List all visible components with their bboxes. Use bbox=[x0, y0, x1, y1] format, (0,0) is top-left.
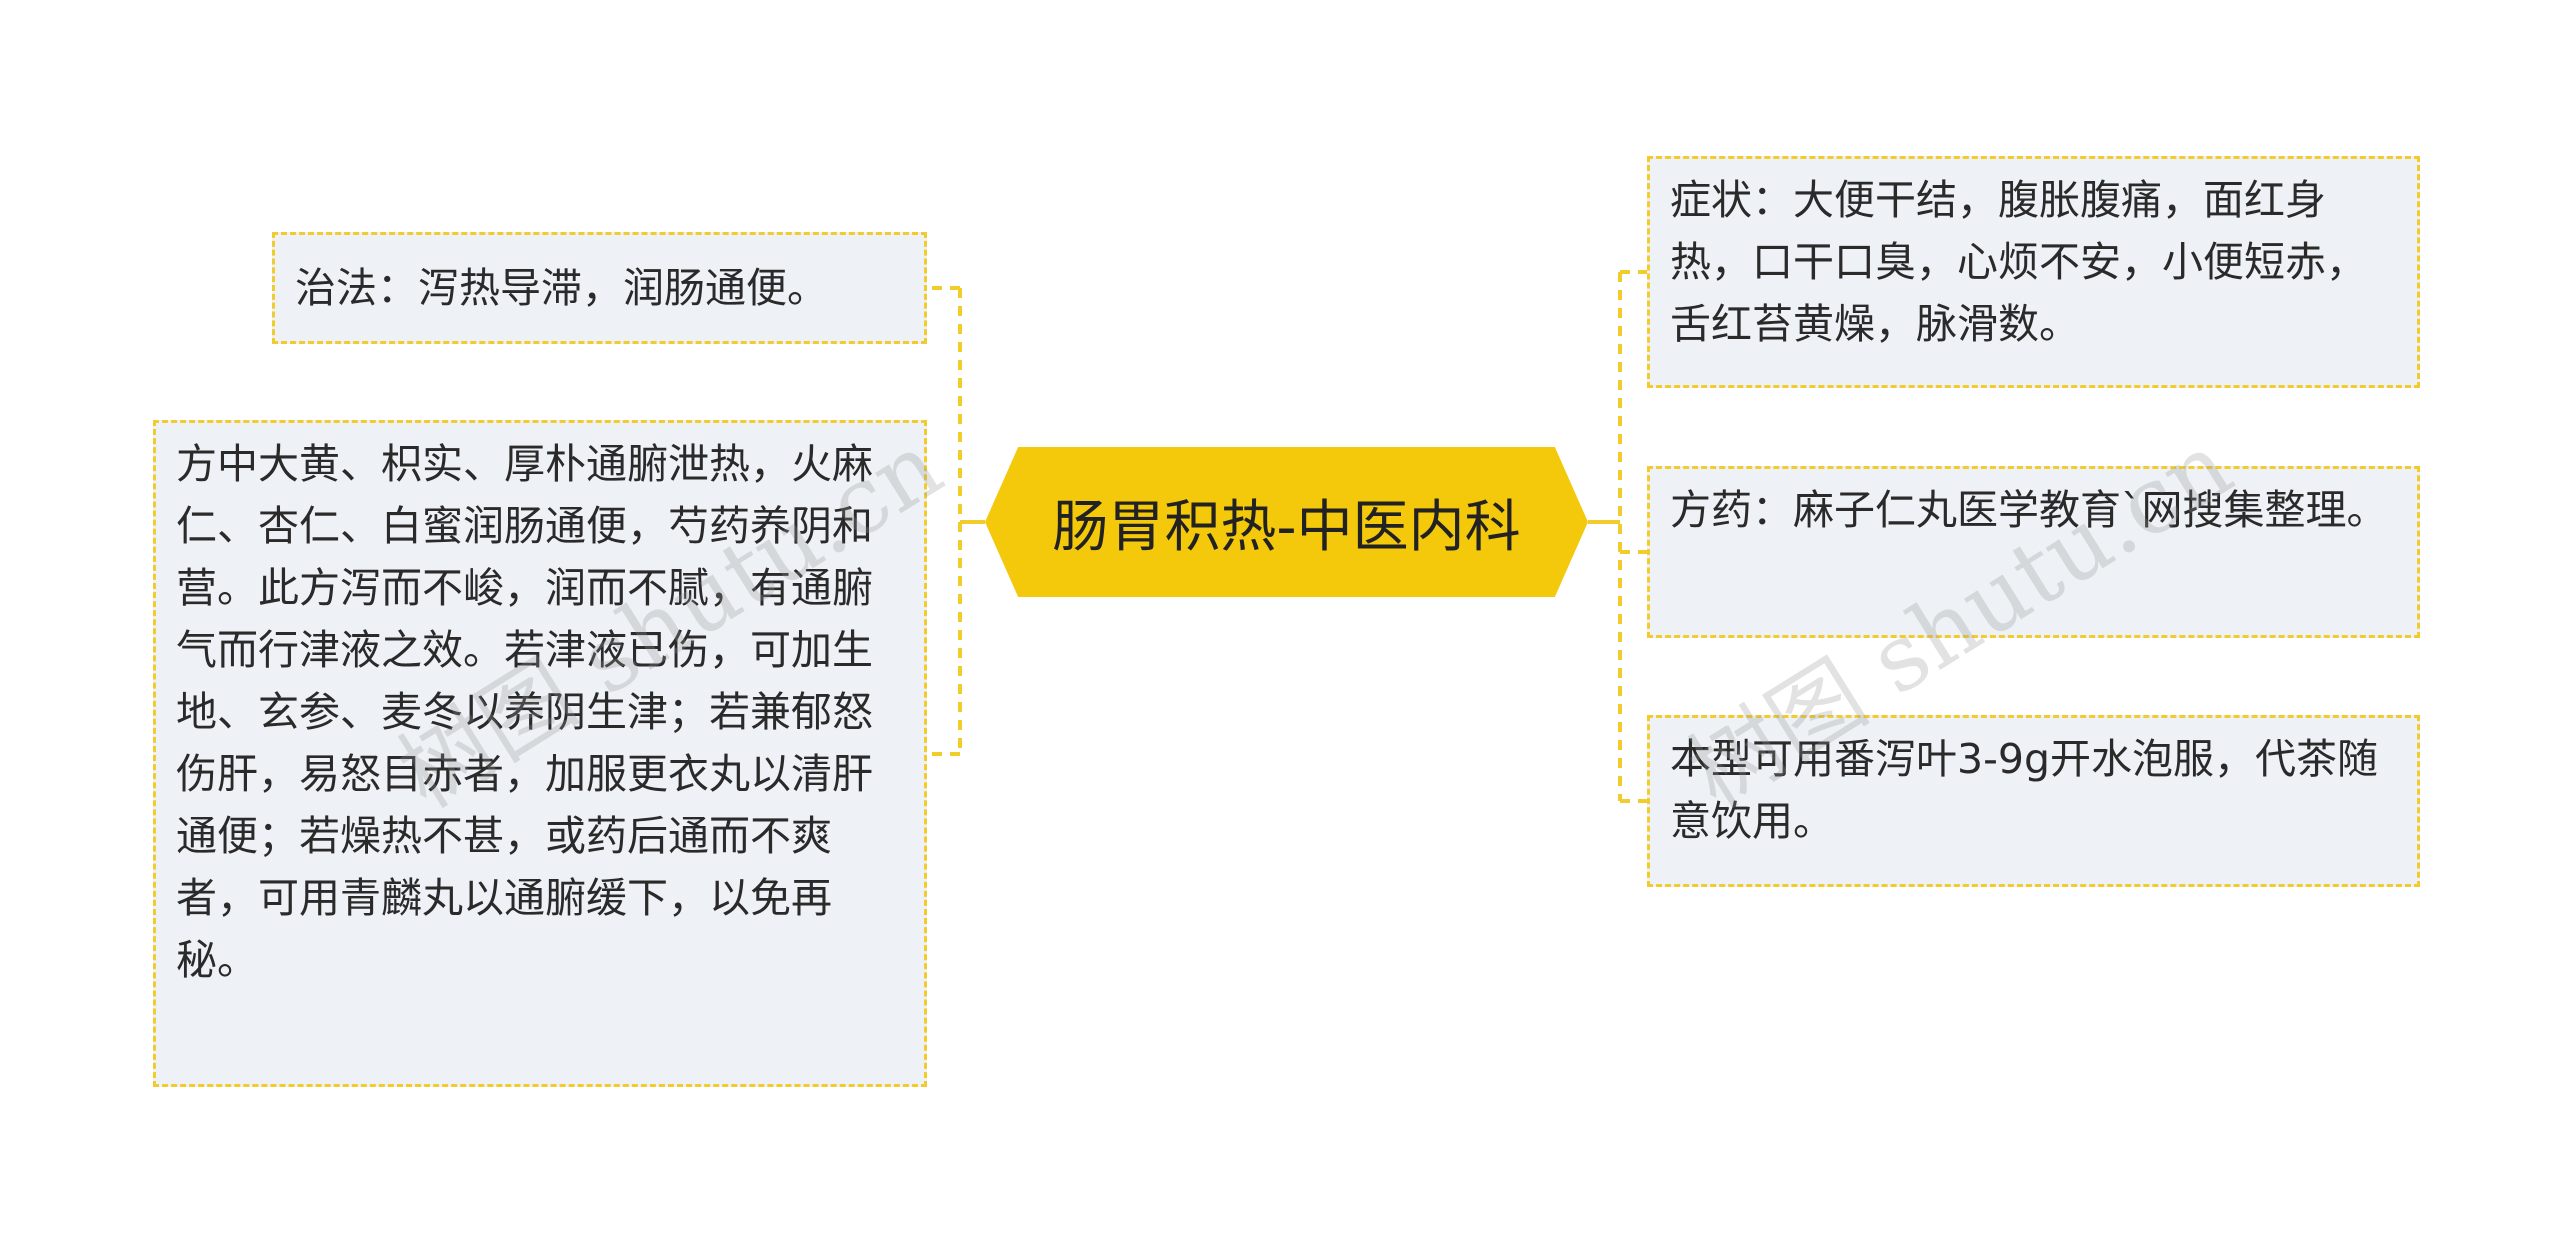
leaf-node-senna-usage[interactable]: 本型可用番泻叶3-9g开水泡服，代茶随意饮用。 bbox=[1647, 715, 2420, 887]
leaf-text: 方药：麻子仁丸医学教育`网搜集整理。 bbox=[1670, 486, 2388, 534]
leaf-text: 本型可用番泻叶3-9g开水泡服，代茶随意饮用。 bbox=[1670, 735, 2378, 845]
leaf-text: 方中大黄、枳实、厚朴通腑泄热，火麻仁、杏仁、白蜜润肠通便，芍药养阴和营。此方泻而… bbox=[176, 440, 873, 984]
leaf-node-formula-explanation[interactable]: 方中大黄、枳实、厚朴通腑泄热，火麻仁、杏仁、白蜜润肠通便，芍药养阴和营。此方泻而… bbox=[153, 420, 927, 1087]
leaf-node-prescription[interactable]: 方药：麻子仁丸医学教育`网搜集整理。 bbox=[1647, 466, 2420, 638]
center-topic-node[interactable]: 肠胃积热-中医内科 bbox=[985, 447, 1588, 597]
leaf-text: 治法：泻热导滞，润肠通便。 bbox=[295, 264, 828, 312]
leaf-node-treatment-method[interactable]: 治法：泻热导滞，润肠通便。 bbox=[272, 232, 927, 344]
center-topic-label: 肠胃积热-中医内科 bbox=[1052, 494, 1521, 560]
leaf-text: 症状：大便干结，腹胀腹痛，面红身热，口干口臭，心烦不安，小便短赤，舌红苔黄燥，脉… bbox=[1670, 176, 2367, 348]
leaf-node-symptoms[interactable]: 症状：大便干结，腹胀腹痛，面红身热，口干口臭，心烦不安，小便短赤，舌红苔黄燥，脉… bbox=[1647, 156, 2420, 388]
